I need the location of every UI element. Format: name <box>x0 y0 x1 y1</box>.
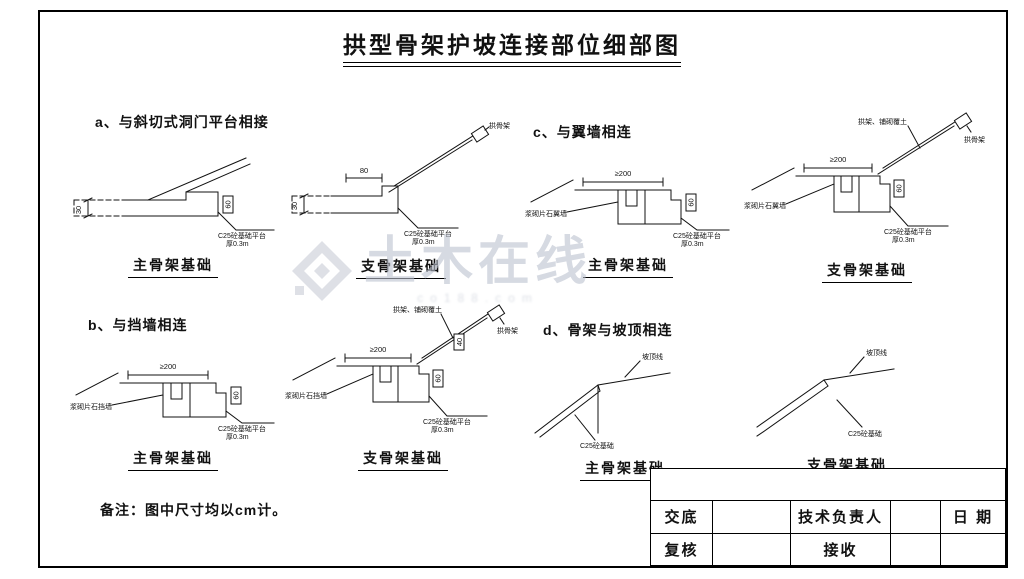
caption-c-sub: 支骨架基础 <box>822 260 912 283</box>
titleblock-empty-row <box>650 468 1006 501</box>
dim-80: 80 <box>360 166 368 175</box>
platform-label: C25砼基础平台 <box>423 417 471 426</box>
caption-a-sub: 支骨架基础 <box>356 256 446 279</box>
page-title-text: 拱型骨架护坡连接部位细部图 <box>343 26 681 63</box>
thickness-label: 厚0.3m <box>431 426 454 434</box>
platform-label: C25砼基础平台 <box>673 231 721 240</box>
titleblock-blank <box>890 532 941 566</box>
caption-a-main: 主骨架基础 <box>128 255 218 278</box>
caption-b-sub: 支骨架基础 <box>358 448 448 471</box>
dim-60: 60 <box>434 374 443 382</box>
titleblock-jiaodi: 交底 <box>650 500 713 534</box>
drawing-frame <box>38 10 1008 568</box>
diagram-b-sub-drawing: ≥200 60 40 拱骨架 拱架、铺砌覆土 C25砼基础平台 厚0.3m 浆砌… <box>285 304 518 434</box>
diagram-b-sub: ≥200 60 40 拱骨架 拱架、铺砌覆土 C25砼基础平台 厚0.3m 浆砌… <box>283 300 523 471</box>
arch-skeleton-label: 拱骨架 <box>497 326 518 335</box>
dim-60: 60 <box>895 184 904 192</box>
section-c-heading: c、与翼墙相连 <box>533 124 632 140</box>
dim-200: ≥200 <box>370 345 387 354</box>
titleblock-tech: 技术负责人 <box>790 500 891 534</box>
titleblock-blank <box>940 532 1006 566</box>
titleblock-jieshou: 接收 <box>790 532 891 566</box>
diagram-c-main: ≥200 60 C25砼基础平台 厚0.3m 浆砌片石翼墙 主骨架基础 <box>523 152 733 278</box>
thickness-label: 厚0.3m <box>226 240 249 247</box>
arch-skeleton-label: 拱骨架 <box>489 121 510 130</box>
section-d-heading: d、骨架与坡顶相连 <box>543 322 673 338</box>
diagram-c-sub: ≥200 60 拱骨架 拱架、铺砌覆土 C25砼基础平台 厚0.3m 浆砌片石翼… <box>742 112 992 283</box>
wing-wall-label: 浆砌片石翼墙 <box>744 201 786 210</box>
platform-label: C25砼基础平台 <box>218 231 266 240</box>
caption-b-main: 主骨架基础 <box>128 448 218 471</box>
section-a-heading: a、与斜切式洞门平台相接 <box>95 114 269 130</box>
dim-30: 30 <box>290 202 299 210</box>
thickness-label: 厚0.3m <box>892 236 915 244</box>
dim-40: 40 <box>455 338 464 346</box>
wing-wall-label: 浆砌片石翼墙 <box>525 209 567 218</box>
dim-60: 60 <box>687 198 696 206</box>
diagram-b-main: ≥200 60 C25砼基础平台 厚0.3m 浆砌片石挡墙 主骨架基础 <box>68 345 278 471</box>
titleblock-date: 日 期 <box>940 500 1006 534</box>
cover-label: 拱架、铺砌覆土 <box>393 305 442 314</box>
dim-60: 60 <box>232 391 241 399</box>
dim-200: ≥200 <box>615 169 632 178</box>
diagram-a-sub-drawing: 80 30 拱骨架 C25砼基础平台 厚0.3m <box>290 121 510 246</box>
caption-c-main: 主骨架基础 <box>583 255 673 278</box>
platform-label: C25砼基础平台 <box>218 424 266 433</box>
diagram-a-sub: 80 30 拱骨架 C25砼基础平台 厚0.3m 支骨架基础 <box>286 118 516 279</box>
section-b-heading: b、与挡墙相连 <box>88 317 188 333</box>
dim-200: ≥200 <box>830 155 847 164</box>
cover-label: 拱架、铺砌覆土 <box>858 117 907 126</box>
retaining-wall-label: 浆砌片石挡墙 <box>70 402 112 411</box>
diagram-d-main-drawing: 坡顶线 C25砼基础 <box>534 352 671 450</box>
titleblock-blank <box>890 500 941 534</box>
diagram-a-main: 30 60 C25砼基础平台 厚0.3m 主骨架基础 <box>68 152 278 278</box>
foundation-label: C25砼基础 <box>848 429 882 438</box>
diagram-d-main: 坡顶线 C25砼基础 主骨架基础 <box>520 345 730 481</box>
diagram-c-sub-drawing: ≥200 60 拱骨架 拱架、铺砌覆土 C25砼基础平台 厚0.3m 浆砌片石翼… <box>744 112 985 244</box>
dim-200: ≥200 <box>160 362 177 371</box>
arch-skeleton-label: 拱骨架 <box>964 135 985 144</box>
titleblock-blank <box>712 532 791 566</box>
titleblock-blank <box>712 500 791 534</box>
diagram-c-main-drawing: ≥200 60 C25砼基础平台 厚0.3m 浆砌片石翼墙 <box>525 169 730 248</box>
caption-d-main: 主骨架基础 <box>580 458 670 481</box>
platform-label: C25砼基础平台 <box>404 229 452 238</box>
platform-label: C25砼基础平台 <box>884 227 932 236</box>
diagram-d-sub: 坡顶线 C25砼基础 支骨架基础 <box>742 342 952 478</box>
foundation-label: C25砼基础 <box>580 441 614 450</box>
slope-top-label: 坡顶线 <box>642 352 663 361</box>
diagram-a-main-drawing: 30 60 C25砼基础平台 厚0.3m <box>73 157 275 248</box>
diagram-b-main-drawing: ≥200 60 C25砼基础平台 厚0.3m 浆砌片石挡墙 <box>70 362 275 441</box>
remark-note: 备注：图中尺寸均以cm计。 <box>100 502 288 518</box>
page-title: 拱型骨架护坡连接部位细部图 <box>0 26 1024 67</box>
titleblock-fuhe: 复核 <box>650 532 713 566</box>
retaining-wall-label: 浆砌片石挡墙 <box>285 391 327 400</box>
diagram-d-sub-drawing: 坡顶线 C25砼基础 <box>756 348 895 438</box>
thickness-label: 厚0.3m <box>681 240 704 247</box>
thickness-label: 厚0.3m <box>412 238 435 246</box>
title-block: 交底 技术负责人 日 期 复核 接收 <box>650 468 1006 566</box>
dim-60: 60 <box>224 200 233 208</box>
dim-30: 30 <box>74 206 83 214</box>
thickness-label: 厚0.3m <box>226 433 249 440</box>
slope-top-label: 坡顶线 <box>866 348 887 357</box>
